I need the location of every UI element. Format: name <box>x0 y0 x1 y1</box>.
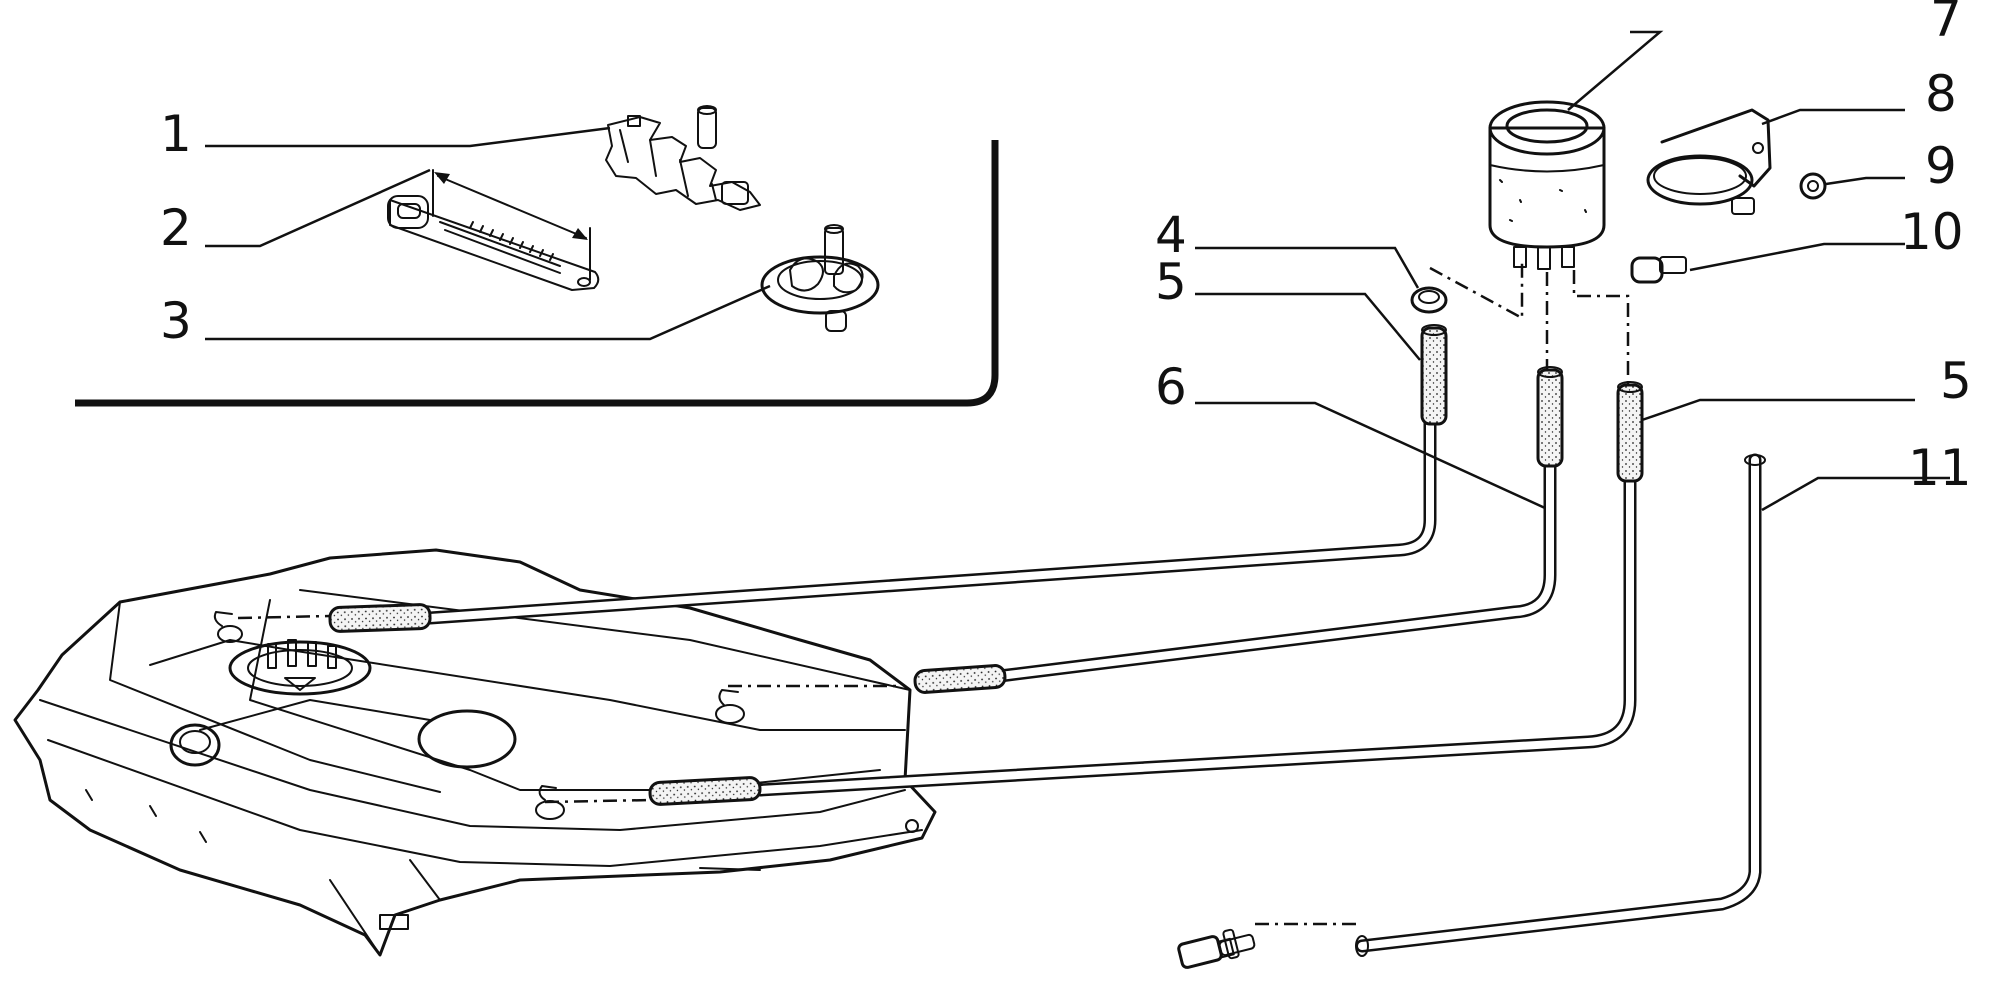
hose-clamp-part <box>1410 286 1448 314</box>
callout-2: 2 <box>160 199 192 257</box>
pipes <box>423 343 1766 957</box>
nut-part <box>1799 172 1827 200</box>
callout-3: 3 <box>160 292 192 350</box>
callout-4: 4 <box>1155 206 1187 264</box>
canister-part <box>1488 100 1606 270</box>
cable-tie-part <box>387 169 600 291</box>
bolt-part <box>1630 256 1687 284</box>
callout-7: 7 <box>1930 0 1962 48</box>
callout-8: 8 <box>1925 65 1957 123</box>
assembly-lines <box>237 260 1630 926</box>
leader-lines <box>205 30 1950 512</box>
callout-1: 1 <box>160 105 192 163</box>
callout-5-left: 5 <box>1155 253 1187 311</box>
callout-10: 10 <box>1900 203 1964 261</box>
callout-9: 9 <box>1925 137 1957 195</box>
check-valve-part <box>1177 928 1256 969</box>
inset-frame <box>75 140 999 407</box>
hose-segments <box>328 324 1644 806</box>
callout-6: 6 <box>1155 358 1187 416</box>
callout-labels: 1 2 3 4 5 6 7 8 9 10 5 11 <box>160 0 1972 497</box>
fuel-tank <box>13 548 937 957</box>
clip-strip-part <box>605 105 761 211</box>
callout-5-right: 5 <box>1940 352 1972 410</box>
bracket-part <box>1646 108 1772 215</box>
callout-11: 11 <box>1908 439 1972 497</box>
grommet-part <box>760 224 880 332</box>
